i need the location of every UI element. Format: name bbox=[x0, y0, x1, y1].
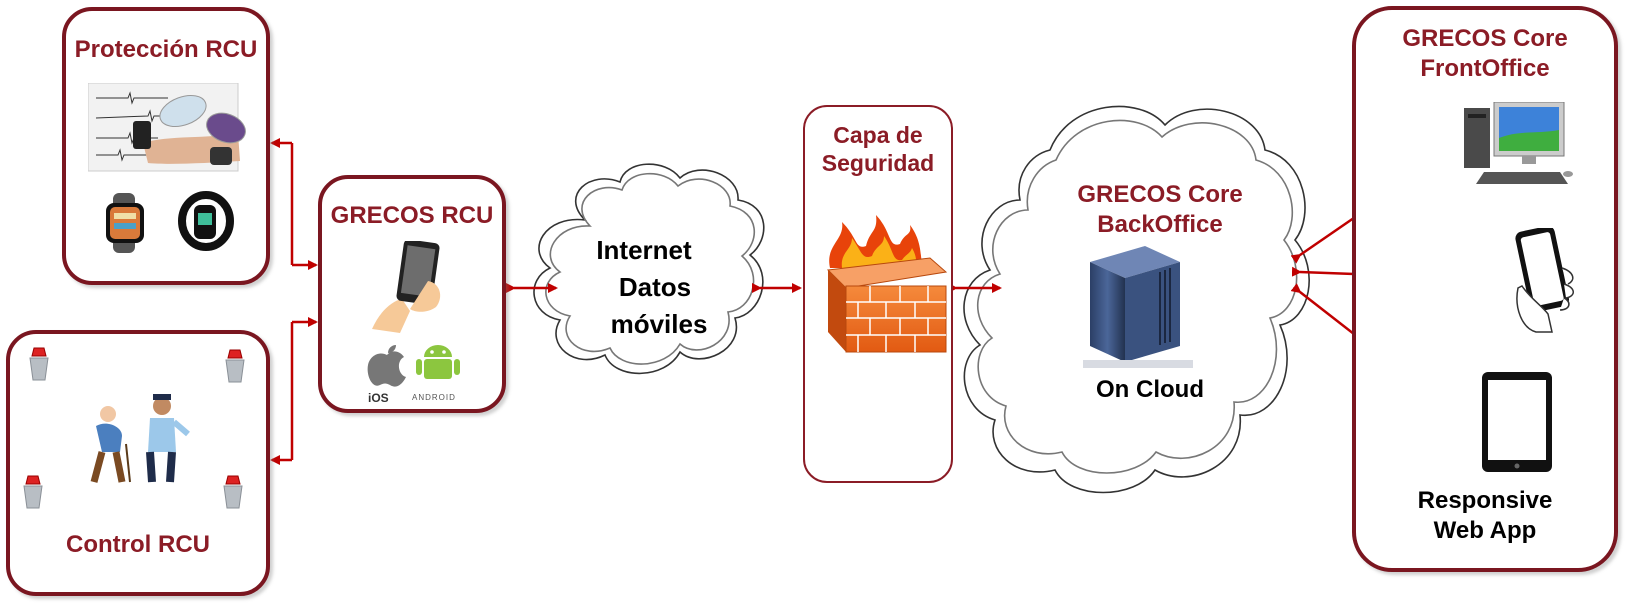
internet-cloud bbox=[533, 163, 765, 375]
smartwatch-icon bbox=[106, 193, 144, 253]
beacon-icon bbox=[23, 347, 245, 509]
control-rcu-panel: Control RCU bbox=[6, 330, 270, 596]
app-line2: Web App bbox=[1433, 517, 1537, 544]
control-scene-illustration bbox=[23, 347, 245, 509]
on-cloud-label: On Cloud bbox=[1096, 376, 1204, 403]
apple-icon bbox=[367, 345, 406, 387]
grecos-rcu-title: GRECOS RCU bbox=[330, 202, 494, 229]
seguridad-panel: Capa de Seguridad bbox=[803, 105, 953, 483]
phone-in-hand-icon bbox=[372, 241, 441, 333]
internet-line1: Internet bbox=[596, 235, 692, 265]
backoffice-line2: BackOffice bbox=[1097, 211, 1223, 238]
android-icon bbox=[416, 345, 460, 379]
fitness-band-icon bbox=[178, 191, 234, 251]
tablet-icon bbox=[1482, 372, 1552, 472]
responsive-app-label: Responsive Web App bbox=[1356, 486, 1614, 546]
elderly-person-icon bbox=[90, 406, 131, 483]
frontoffice-panel: GRECOS Core FrontOffice Responsive Web A… bbox=[1352, 6, 1618, 572]
app-line1: Responsive bbox=[1417, 487, 1553, 514]
desktop-computer-icon bbox=[1464, 102, 1573, 184]
security-guard-icon bbox=[146, 394, 190, 483]
server-icon bbox=[1083, 246, 1193, 368]
mobile-phone-icon bbox=[1515, 228, 1574, 333]
backoffice-title: GRECOS Core BackOffice bbox=[1050, 180, 1270, 240]
frontoffice-line2: FrontOffice bbox=[1420, 55, 1550, 82]
left-connectors bbox=[270, 138, 318, 465]
internet-line3: móviles bbox=[610, 309, 708, 339]
frontoffice-line1: GRECOS Core bbox=[1402, 25, 1568, 52]
seguridad-line1: Capa de bbox=[833, 122, 923, 148]
internet-label: Internet Datos móviles bbox=[570, 232, 730, 343]
internet-line2: Datos bbox=[618, 272, 692, 302]
seguridad-line2: Seguridad bbox=[821, 150, 935, 176]
proteccion-rcu-title: Protección RCU bbox=[74, 36, 258, 63]
backoffice-line1: GRECOS Core bbox=[1077, 181, 1243, 208]
control-rcu-title: Control RCU bbox=[66, 531, 210, 558]
wearable-sensor-illustration bbox=[88, 83, 246, 172]
frontoffice-title: GRECOS Core FrontOffice bbox=[1356, 24, 1614, 84]
ios-label: iOS bbox=[368, 391, 389, 405]
android-label: ANDROID bbox=[412, 393, 456, 402]
grecos-rcu-panel: GRECOS RCU iOS ANDROID bbox=[318, 175, 506, 413]
seguridad-title: Capa de Seguridad bbox=[805, 121, 951, 177]
proteccion-rcu-panel: Protección RCU bbox=[62, 7, 270, 285]
